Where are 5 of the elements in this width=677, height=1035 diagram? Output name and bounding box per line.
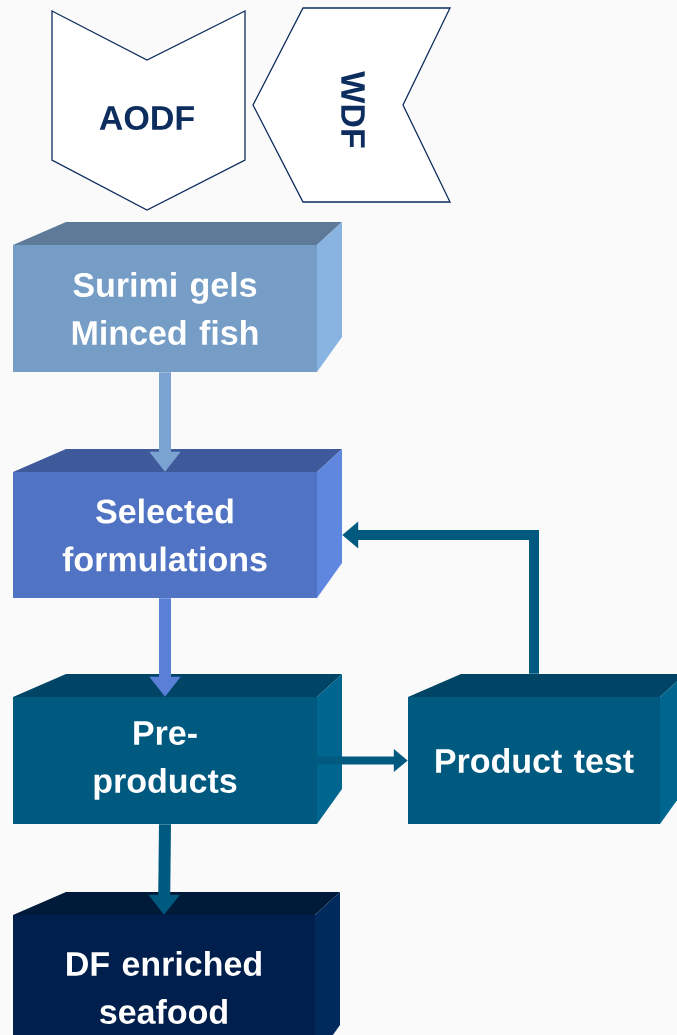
process-box: Selected formulations bbox=[13, 449, 342, 598]
process-box: Pre-products bbox=[13, 674, 342, 824]
process-box: Surimi gels Minced fish bbox=[13, 222, 342, 372]
process-box: DF enriched seafood bbox=[13, 892, 340, 1035]
process-box: Product test bbox=[408, 674, 677, 824]
